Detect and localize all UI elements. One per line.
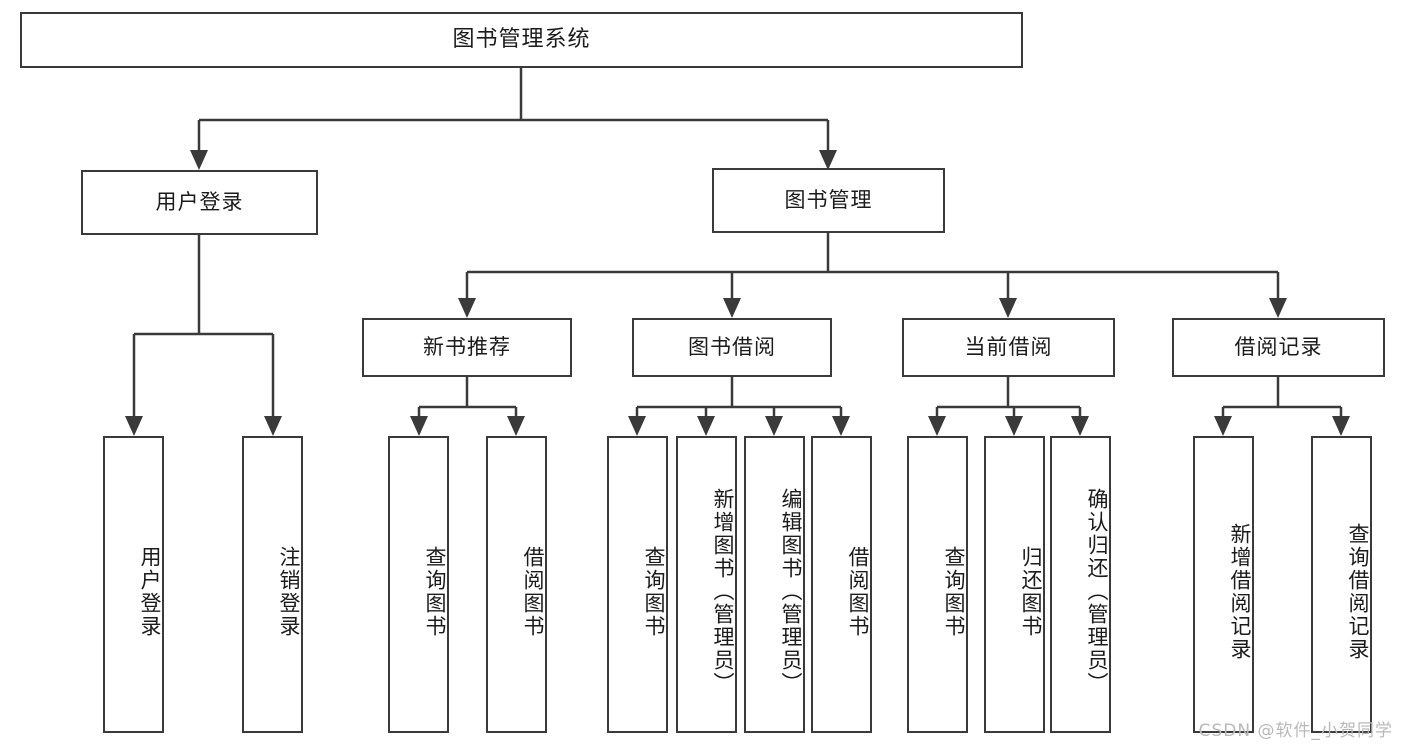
arrow-borrow-records-child-0 [1214, 416, 1232, 436]
node-user-login[interactable]: 用户登录 [81, 170, 318, 235]
leaf-borrow-records-1[interactable]: 查询借阅记录 [1311, 436, 1372, 733]
arrow-book-borrow-child-1 [697, 416, 715, 436]
leaf-new-books-0[interactable]: 查询图书 [388, 436, 449, 733]
arrow-user-login-child-0 [125, 416, 143, 436]
node-book-manage-label: 图书管理 [784, 187, 873, 212]
node-new-books-label: 新书推荐 [423, 334, 511, 359]
leaf-book-borrow-1-label: 新增图书（管理员） [711, 488, 735, 695]
leaf-current-borrow-2[interactable]: 确认归还（管理员） [1050, 436, 1111, 733]
leaf-current-borrow-1-label: 归还图书 [1019, 545, 1043, 638]
leaf-user-login-0-label: 用户登录 [138, 545, 162, 638]
arrow-current-borrow-child-2 [1071, 416, 1089, 436]
arrow-current-borrow-child-0 [928, 416, 946, 436]
arrow-book-borrow-child-2 [765, 416, 783, 436]
leaf-user-login-0[interactable]: 用户登录 [103, 436, 164, 733]
node-user-login-label: 用户登录 [155, 189, 244, 214]
leaf-borrow-records-0-label: 新增借阅记录 [1228, 522, 1252, 661]
node-borrow-records[interactable]: 借阅记录 [1172, 318, 1385, 377]
arrow-user-login [190, 150, 208, 170]
arrow-book-manage [819, 150, 837, 170]
arrow-current-borrow [999, 298, 1017, 318]
leaf-book-borrow-3[interactable]: 借阅图书 [811, 436, 872, 733]
arrow-new-books [458, 298, 476, 318]
leaf-current-borrow-1[interactable]: 归还图书 [984, 436, 1045, 733]
leaf-book-borrow-1[interactable]: 新增图书（管理员） [676, 436, 737, 733]
arrow-current-borrow-child-1 [1005, 416, 1023, 436]
arrow-new-books-child-0 [410, 416, 428, 436]
arrow-book-borrow [723, 298, 741, 318]
leaf-user-login-1-label: 注销登录 [277, 545, 301, 638]
leaf-new-books-1[interactable]: 借阅图书 [486, 436, 547, 733]
leaf-borrow-records-1-label: 查询借阅记录 [1346, 522, 1370, 661]
leaf-book-borrow-3-label: 借阅图书 [846, 545, 870, 638]
leaf-user-login-1[interactable]: 注销登录 [242, 436, 303, 733]
node-book-borrow-label: 图书借阅 [688, 334, 776, 359]
node-current-borrow[interactable]: 当前借阅 [902, 318, 1115, 377]
arrow-borrow-records [1269, 298, 1287, 318]
arrow-borrow-records-child-1 [1332, 416, 1350, 436]
arrow-user-login-child-1 [264, 416, 282, 436]
node-root-label: 图书管理系统 [452, 26, 591, 52]
leaf-current-borrow-2-label: 确认归还（管理员） [1085, 488, 1109, 695]
node-book-manage[interactable]: 图书管理 [712, 168, 945, 233]
node-new-books[interactable]: 新书推荐 [362, 318, 572, 377]
arrow-book-borrow-child-3 [832, 416, 850, 436]
leaf-new-books-1-label: 借阅图书 [521, 545, 545, 638]
arrow-book-borrow-child-0 [628, 416, 646, 436]
leaf-current-borrow-0[interactable]: 查询图书 [907, 436, 968, 733]
leaf-borrow-records-0[interactable]: 新增借阅记录 [1193, 436, 1254, 733]
leaf-book-borrow-2-label: 编辑图书（管理员） [779, 488, 803, 695]
node-book-borrow[interactable]: 图书借阅 [632, 318, 832, 377]
arrow-new-books-child-1 [507, 416, 525, 436]
node-borrow-records-label: 借阅记录 [1234, 334, 1323, 359]
node-current-borrow-label: 当前借阅 [964, 334, 1053, 359]
leaf-book-borrow-0[interactable]: 查询图书 [607, 436, 668, 733]
leaf-current-borrow-0-label: 查询图书 [942, 545, 966, 638]
watermark: CSDN @软件_小贺同学 [1198, 721, 1393, 741]
node-root[interactable]: 图书管理系统 [20, 12, 1023, 68]
leaf-new-books-0-label: 查询图书 [423, 545, 447, 638]
leaf-book-borrow-2[interactable]: 编辑图书（管理员） [744, 436, 805, 733]
leaf-book-borrow-0-label: 查询图书 [642, 545, 666, 638]
